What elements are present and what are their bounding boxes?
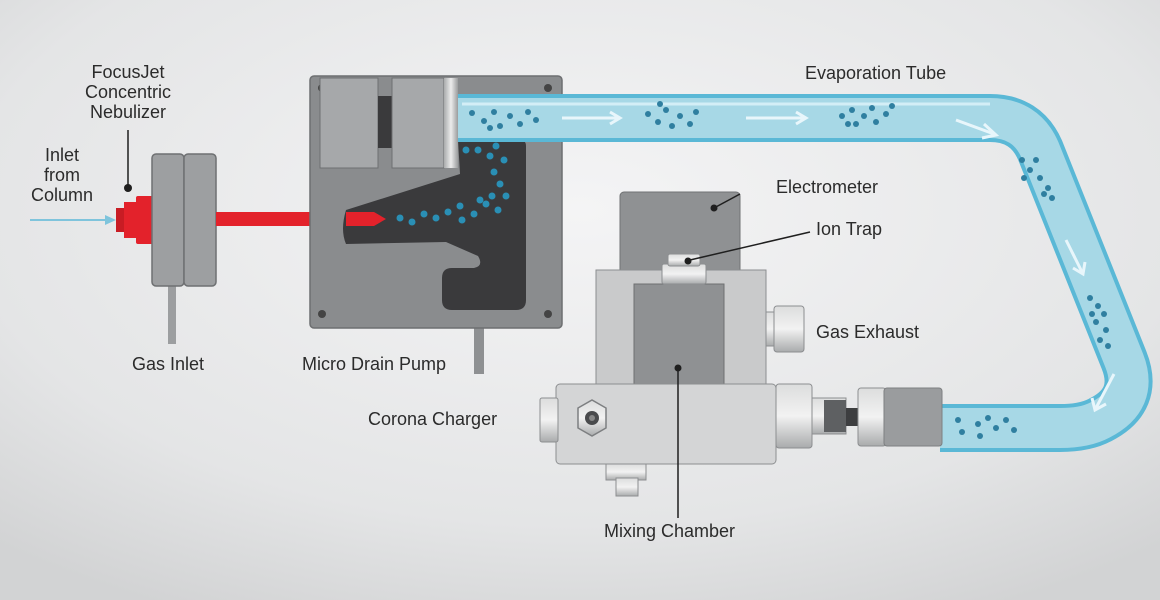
- corona-charger-label: Corona Charger: [368, 409, 498, 429]
- leader-dots: [124, 184, 718, 372]
- nebulizer-needle: [216, 212, 312, 226]
- gas-exhaust-label: Gas Exhaust: [816, 322, 920, 342]
- inlet-label-line3: Column: [30, 185, 94, 205]
- outlet-fitting-1: [775, 383, 813, 449]
- pump-drain-stem: [474, 326, 484, 374]
- pump-particles: [396, 142, 510, 226]
- leader-lines: [127, 130, 811, 518]
- evaporation-tube-label: Evaporation Tube: [805, 63, 947, 83]
- nebulizer-label-line2: Concentric: [84, 82, 172, 102]
- electrometer-label: Electrometer: [776, 177, 879, 197]
- outlet-fitting-3: [883, 387, 943, 447]
- nebulizer-label-line3: Nebulizer: [89, 102, 167, 122]
- detector-assembly: [539, 191, 943, 497]
- micro-drain-pump-label: Micro Drain Pump: [302, 354, 447, 374]
- evaporation-tube: [458, 94, 1153, 452]
- pump-cavity: [343, 140, 526, 310]
- nebulizer-label: FocusJet Concentric Nebulizer: [72, 62, 184, 122]
- gas-inlet-label: Gas Inlet: [132, 354, 205, 374]
- gas-exhaust-fitting: [773, 305, 805, 353]
- nebulizer-label-line1: FocusJet: [91, 62, 165, 82]
- gas-inlet-stem: [168, 284, 176, 344]
- ion-trap-label: Ion Trap: [816, 219, 883, 239]
- inlet-label: Inlet from Column: [20, 145, 104, 205]
- tube-particles: [469, 101, 1111, 439]
- inlet-label-line1: Inlet: [44, 145, 80, 165]
- nebulizer-disks: [151, 153, 217, 287]
- pump-red-tip: [346, 212, 386, 226]
- inlet-label-line2: from: [44, 165, 80, 185]
- mixing-chamber-label: Mixing Chamber: [604, 521, 736, 541]
- flow-arrows: [562, 110, 1116, 413]
- inlet-arrow: [30, 215, 116, 225]
- outlet-fitting-2: [857, 387, 887, 447]
- ion-trap-cap: [661, 263, 707, 285]
- nebulizer-red-fitting: [116, 196, 154, 244]
